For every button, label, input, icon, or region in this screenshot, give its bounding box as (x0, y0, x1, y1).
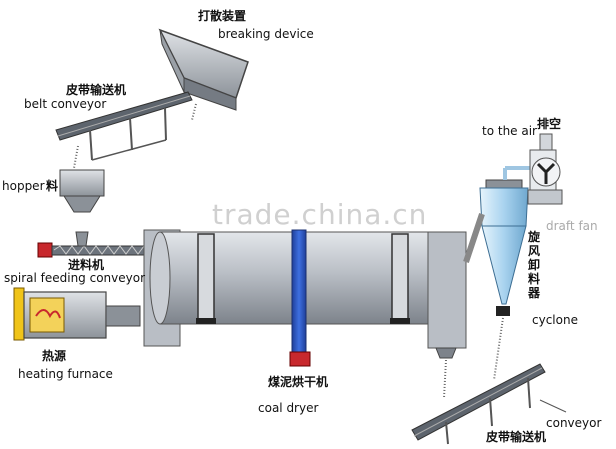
heating-furnace-label-zh: 热源 (42, 349, 67, 363)
belt-conveyor-top-label-en: belt conveyor (24, 97, 107, 111)
breaking-device (158, 28, 249, 121)
breaking-device-label-en: breaking device (218, 27, 314, 41)
hopper (59, 169, 105, 213)
belt-conveyor-top (55, 91, 193, 169)
hopper-label-en: hopper (2, 179, 45, 193)
belt-conveyor-top-label-zh: 皮带输送机 (66, 83, 127, 97)
conveyor-bottom-label-zh: 皮带输送机 (486, 430, 547, 444)
coal-dryer-drum (143, 229, 467, 367)
conveyor-bottom-label-en: conveyor (546, 416, 602, 430)
heating-furnace (13, 287, 141, 341)
heating-furnace-label-en: heating furnace (18, 367, 113, 381)
spiral-feeding-label-en: spiral feeding conveyor (4, 271, 146, 285)
hopper-label-zh: 料 (46, 179, 59, 193)
cyclone (463, 166, 530, 316)
cyclone-label-en: cyclone (532, 313, 578, 327)
to-the-air-label-en: to the air (482, 124, 537, 138)
cyclone-label-zh: 旋风卸料器 (528, 230, 541, 300)
coal-dryer-label-zh: 煤泥烘干机 (268, 375, 329, 389)
belt-conveyor-bottom (411, 363, 546, 445)
breaking-device-label-zh: 打散装置 (198, 9, 247, 23)
spiral-feeding-label-zh: 进料机 (68, 258, 105, 272)
conveyor-leader-line (539, 399, 567, 413)
draft-fan-label-partial: draft fan (546, 219, 598, 233)
to-the-air-label-zh: 排空 (537, 117, 562, 131)
coal-dryer-label-en: coal dryer (258, 401, 319, 415)
watermark: trade.china.cn (212, 198, 428, 231)
spiral-feeding-conveyor (37, 231, 149, 258)
draft-fan (527, 133, 563, 205)
